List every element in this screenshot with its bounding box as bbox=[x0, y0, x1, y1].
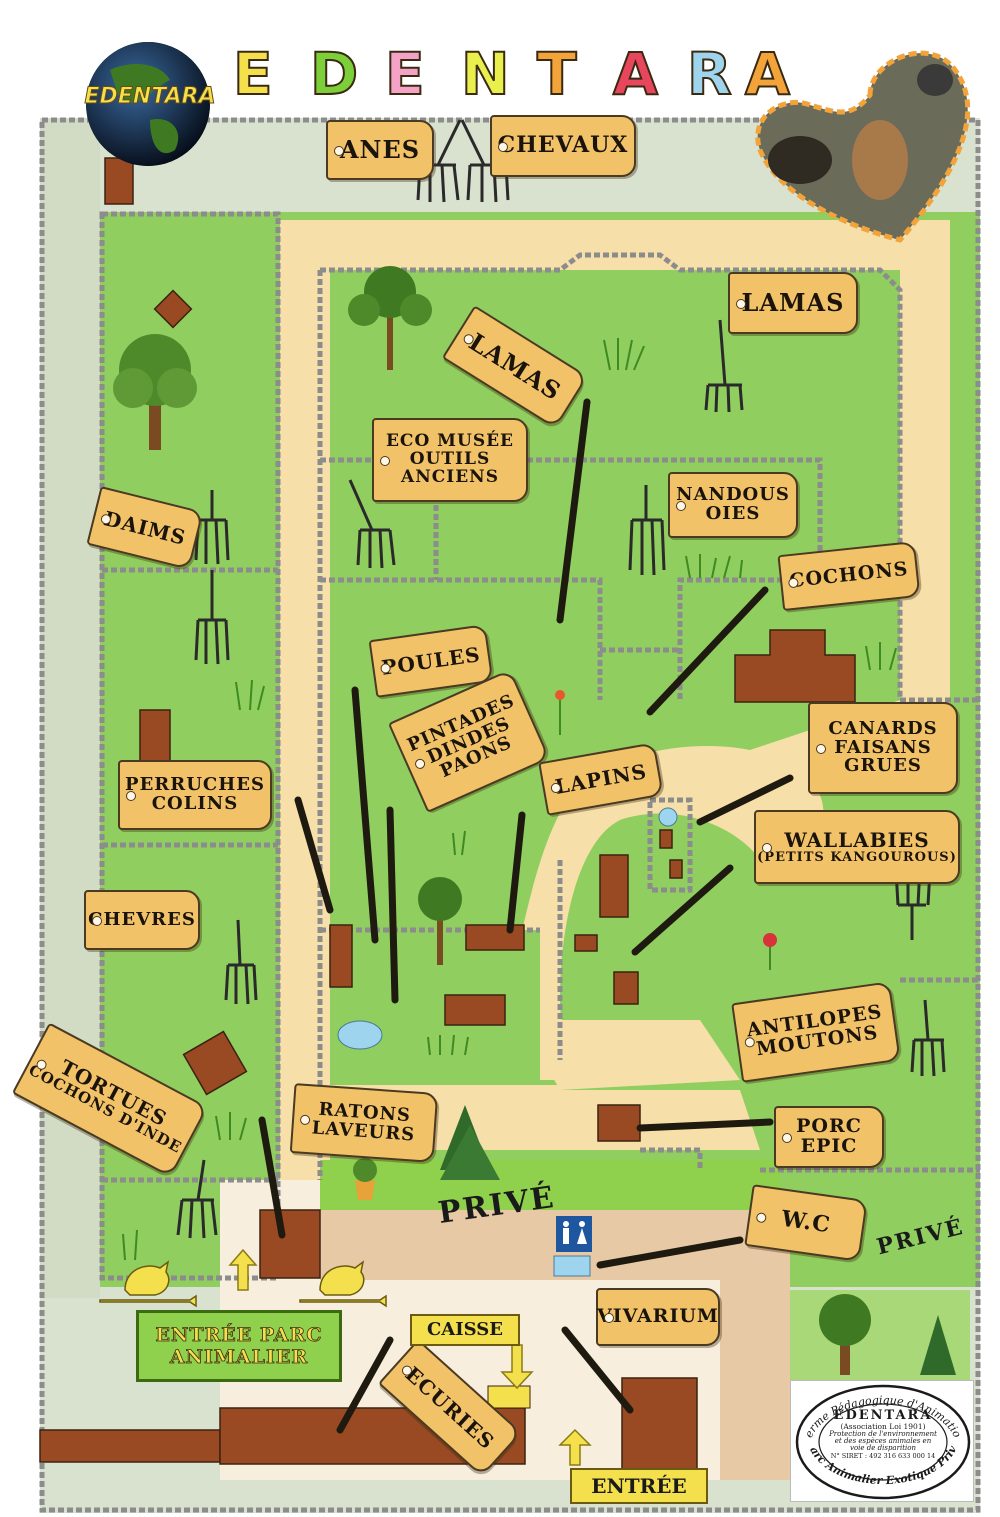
tag-lamas-right[interactable]: LAMAS bbox=[728, 272, 858, 334]
tag-label: EPIC bbox=[800, 1135, 858, 1157]
wc-sign bbox=[556, 1216, 592, 1252]
caisse-sign[interactable]: CAISSE bbox=[410, 1314, 520, 1346]
title-letter: A bbox=[612, 39, 659, 109]
title-letter: E bbox=[384, 39, 426, 109]
tag-label: LAPINS bbox=[553, 758, 649, 799]
stamp-line: voie de disparition bbox=[850, 1444, 916, 1453]
tag-chevres[interactable]: CHEVRES bbox=[84, 890, 200, 950]
entree-parc-line: ANIMALIER bbox=[169, 1346, 309, 1369]
logo-text: EDENTARA bbox=[84, 84, 216, 110]
tag-label: ECO MUSÉE bbox=[385, 431, 515, 452]
tag-label: LAVEURS bbox=[310, 1117, 416, 1146]
tag-label: OIES bbox=[705, 503, 761, 524]
tag-label: ANCIENS bbox=[401, 466, 499, 487]
path-inner-loop bbox=[506, 746, 824, 1080]
title-letter: N bbox=[460, 39, 511, 109]
tag-nandous[interactable]: NANDOUS OIES bbox=[668, 472, 798, 538]
entree-parc-line: ENTRÉE PARC bbox=[155, 1324, 323, 1347]
tag-label: COLINS bbox=[151, 793, 239, 814]
tag-label: POULES bbox=[379, 641, 482, 680]
buildings bbox=[39, 157, 856, 1479]
tag-label: DAIMS bbox=[101, 505, 189, 550]
tag-label: VIVARIUM bbox=[597, 1305, 719, 1328]
tag-vivarium[interactable]: VIVARIUM bbox=[596, 1288, 720, 1346]
tag-perruches[interactable]: PERRUCHES COLINS bbox=[118, 760, 272, 830]
trees bbox=[113, 266, 956, 1375]
stamp-siret: N° SIRET : 492 316 633 000 14 bbox=[830, 1451, 936, 1460]
tag-label: PERRUCHES bbox=[125, 774, 265, 796]
tag-label: FAISANS bbox=[834, 736, 932, 758]
tag-label: COCHONS bbox=[788, 557, 910, 593]
tag-porc-epic[interactable]: PORC EPIC bbox=[774, 1106, 884, 1168]
tag-chevaux[interactable]: CHEVAUX bbox=[490, 115, 636, 177]
association-stamp: Ferme Pédagogique d'Animation Parc Anima… bbox=[786, 1371, 974, 1502]
tag-label: (PETITS KANGOUROUS) bbox=[757, 849, 957, 865]
tag-anes[interactable]: ANES bbox=[326, 120, 434, 180]
title-letter: A bbox=[744, 39, 791, 109]
tag-canards[interactable]: CANARDS FAISANS GRUES bbox=[808, 702, 958, 794]
title-letter: E bbox=[232, 39, 274, 109]
title-letter: R bbox=[686, 39, 733, 109]
title-bar: E D E N T A R A bbox=[225, 0, 791, 110]
flower-icon bbox=[763, 933, 777, 970]
title-letter: T bbox=[536, 39, 578, 109]
tag-label: WALLABIES bbox=[784, 827, 930, 852]
tag-label: PORC bbox=[796, 1115, 862, 1138]
spears bbox=[258, 398, 794, 1434]
tag-label: CANARDS bbox=[828, 717, 938, 739]
tag-label: OUTILS bbox=[409, 449, 491, 470]
tag-label: CHEVRES bbox=[88, 908, 196, 930]
tag-wallabies[interactable]: WALLABIES (PETITS KANGOUROUS) bbox=[754, 810, 960, 884]
tag-label: CHEVAUX bbox=[497, 132, 629, 159]
stamp-name: EDENTARA bbox=[833, 1408, 933, 1423]
stamp-seal: Ferme Pédagogique d'Animation Parc Anima… bbox=[786, 1371, 971, 1500]
pitchforks bbox=[176, 119, 946, 1239]
tag-ratons[interactable]: RATONS LAVEURS bbox=[289, 1083, 439, 1163]
grass-tufts bbox=[122, 338, 897, 1261]
tag-eco-musee[interactable]: ECO MUSÉE OUTILS ANCIENS bbox=[372, 418, 528, 502]
arrows bbox=[228, 1248, 592, 1466]
entree-parc-sign[interactable]: ENTRÉE PARC ANIMALIER bbox=[136, 1310, 342, 1382]
tag-label: LAMAS bbox=[741, 288, 845, 318]
entree-sign[interactable]: ENTRÉE bbox=[570, 1468, 708, 1504]
tag-label: NANDOUS bbox=[676, 484, 790, 506]
tag-label: GRUES bbox=[844, 755, 922, 777]
title-letter: D bbox=[309, 39, 359, 109]
tag-label: W.C bbox=[779, 1206, 833, 1239]
stamp-line: Protection de l'environnement bbox=[829, 1429, 937, 1438]
stamp-line: et des espèces animales en bbox=[834, 1436, 932, 1445]
rooster-icons bbox=[99, 1260, 387, 1308]
stamp-assoc: (Association Loi 1901) bbox=[840, 1421, 926, 1431]
tag-label: ANES bbox=[339, 135, 421, 165]
